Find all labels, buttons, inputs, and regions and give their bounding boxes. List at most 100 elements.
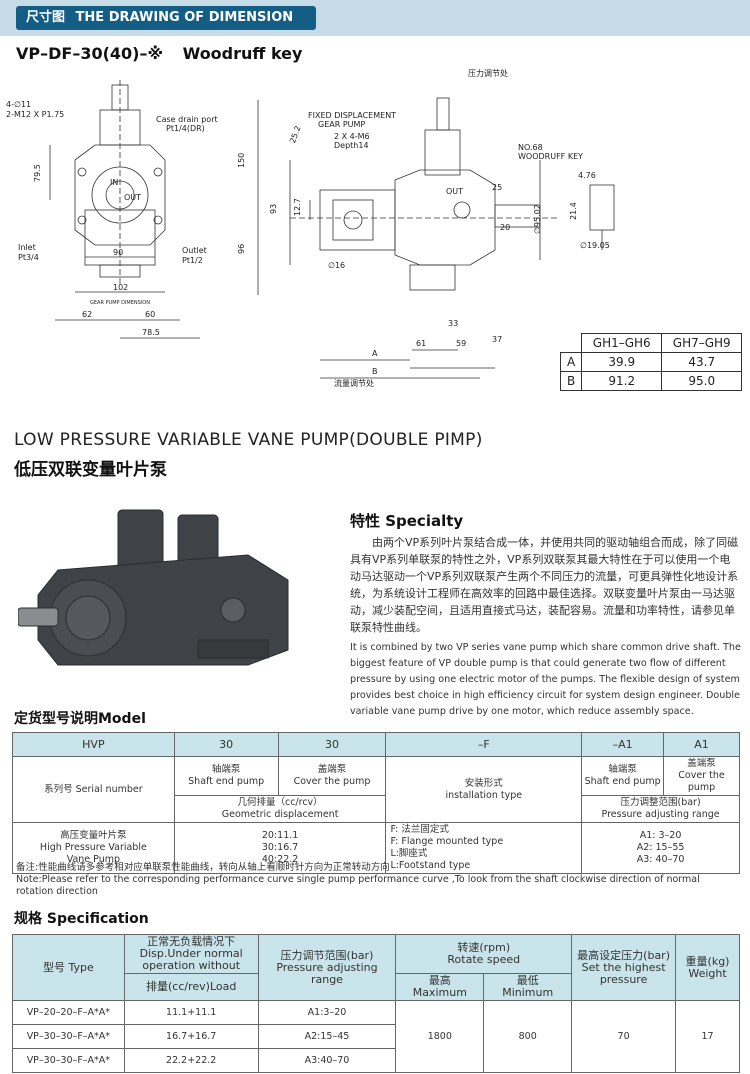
weight-cell: 17 (675, 1000, 740, 1073)
outlet-size: Pt1/2 (182, 256, 203, 265)
dim-93: 93 (269, 204, 278, 214)
h-speed-en: Rotate speed (447, 953, 521, 966)
left-top-knob (111, 84, 129, 111)
dim-12-7: 12.7 (293, 198, 302, 216)
flow-adj-label: 流量调节处 (334, 378, 374, 388)
press-cell: 压力调整范围(bar)Pressure adjusting range (581, 795, 740, 823)
model-table: HVP 30 30 –F –A1 A1 系列号 Serial number 轴端… (12, 732, 740, 874)
spec-heading: 规格 Specification (14, 911, 149, 927)
geo-cn: 几何排量（cc/rcv） (237, 797, 323, 808)
cover2-cn: 盖端泵 (687, 758, 716, 769)
gh-cell: A (559, 352, 583, 372)
dim-16: ∅16 (328, 261, 345, 270)
dim-37: 37 (492, 335, 502, 344)
shaft-en: Shaft end pump (188, 776, 265, 787)
geo-cell: 几何排量（cc/rcv）Geometric displacement (173, 795, 387, 823)
disp-cell: 22.2+22.2 (123, 1048, 259, 1073)
shaft2-cn: 轴端泵 (608, 764, 637, 775)
h-speed-cn: 转速(rpm) (457, 941, 511, 954)
note-cn: 备注:性能曲线请多参考相对应单联泵性能曲线，转向从轴上看顺时针方向为正常转动方向 (16, 862, 390, 873)
h-wt-en: Weight (688, 966, 727, 980)
speed-header: 转速(rpm)Rotate speed (395, 934, 573, 974)
dim-60: 60 (145, 310, 155, 319)
disp2: 30:16.7 (261, 842, 299, 853)
h-min-cn: 最低 (516, 974, 539, 987)
dim-79-5: 79.5 (33, 164, 42, 182)
h-set-cn: 最高设定压力(bar) (577, 948, 671, 962)
right-pressure-adj (424, 129, 461, 176)
install-en: installation type (445, 789, 523, 801)
key-detail (589, 184, 615, 231)
shaft-cn: 轴端泵 (211, 764, 241, 775)
drain-size: Pt1/4(DR) (166, 124, 205, 133)
gear-pump-dim-label: GEAR PUMP DIMENSION (90, 300, 150, 306)
pr2: A2: 15–55 (636, 842, 685, 853)
cover2-en: Cover the pump (678, 770, 725, 793)
series-label: 系列号 Serial number (12, 756, 175, 823)
h-press-en1: Pressure adjusting (276, 960, 378, 974)
note: 备注:性能曲线请多参考相对应单联泵性能曲线，转向从轴上看顺时针方向为正常转动方向… (16, 862, 736, 898)
geo-en: Geometric displacement (221, 809, 339, 820)
inst4: L:Footstand type (390, 860, 471, 871)
min-speed-cell: 800 (483, 1000, 573, 1073)
disp-cell: 11.1+11.1 (123, 1000, 259, 1025)
dim-25: 25 (492, 183, 502, 192)
dim-96: 96 (237, 244, 246, 254)
gh-cell: 95.0 (661, 371, 743, 391)
h-wt-cn: 重量(kg) (685, 954, 730, 968)
tap-label: 2 X 4-M6 (334, 132, 370, 141)
gh-row-a: A 39.9 43.7 (559, 352, 743, 372)
inst1: F: 法兰固定式 (390, 824, 449, 835)
right-main-body (394, 169, 496, 266)
dim-59: 59 (456, 339, 466, 348)
drawing-title: VP–DF–30(40)–※ Woodruff key (16, 44, 302, 63)
h-set-en2: pressure (599, 972, 648, 986)
gh-header-1: GH1–GH6 (581, 333, 663, 353)
hp-en1: High Pressure Variable (39, 842, 147, 853)
right-flow-adj (409, 264, 456, 291)
pr3: A3: 40–70 (636, 854, 685, 865)
pump-photo (18, 509, 289, 666)
dim-33: 33 (448, 319, 458, 328)
dim-78-5: 78.5 (142, 328, 160, 337)
code-a1b: A1 (663, 732, 740, 757)
h-press-cn: 压力调节范围(bar) (280, 948, 374, 962)
press-cell: A2:15–45 (257, 1024, 397, 1049)
type-header: 型号 Type (12, 934, 125, 1001)
inlet-size: Pt3/4 (18, 253, 39, 262)
inlet-label: Inlet (18, 243, 36, 252)
pressure-adj-label: 压力调节处 (468, 68, 508, 78)
h-max-en: Maximum (412, 986, 467, 999)
press-cn: 压力调整范围(bar) (620, 797, 701, 808)
h-disp-en1: Disp.Under normal (139, 947, 243, 960)
disp3: 40:22.2 (261, 854, 299, 865)
gh-table: GH1–GH6 GH7–GH9 A 39.9 43.7 B 91.2 95.0 (559, 333, 743, 391)
product-title-cn: 低压双联变量叶片泵 (14, 460, 167, 480)
out-label-right: OUT (446, 187, 463, 196)
type-cell: VP–20–20–F–A*A* (12, 1000, 125, 1025)
specialty-heading: 特性 Specialty (350, 512, 464, 530)
h-disp-en2: operation without (142, 959, 241, 972)
note-en: Note:Please refer to the corresponding p… (16, 874, 700, 897)
disp-cell: 16.7+16.7 (123, 1024, 259, 1049)
dim-4-76: 4.76 (578, 171, 596, 180)
left-body (74, 144, 166, 246)
woodruff-key-label: WOODRUFF KEY (518, 152, 583, 161)
disp1: 20:11.1 (261, 830, 299, 841)
press-cell: A3:40–70 (257, 1048, 397, 1073)
depth-label: Depth14 (334, 141, 369, 150)
drain-label: Case drain port (156, 115, 218, 124)
dim-shaft: ∅95.02 (533, 204, 542, 234)
section-badge: 尺寸图 THE DRAWING OF DIMENSION (16, 6, 316, 30)
gh-cell: 91.2 (581, 371, 663, 391)
holes-label: 4-∅11 (6, 100, 31, 109)
gh-header-2: GH7–GH9 (661, 333, 743, 353)
